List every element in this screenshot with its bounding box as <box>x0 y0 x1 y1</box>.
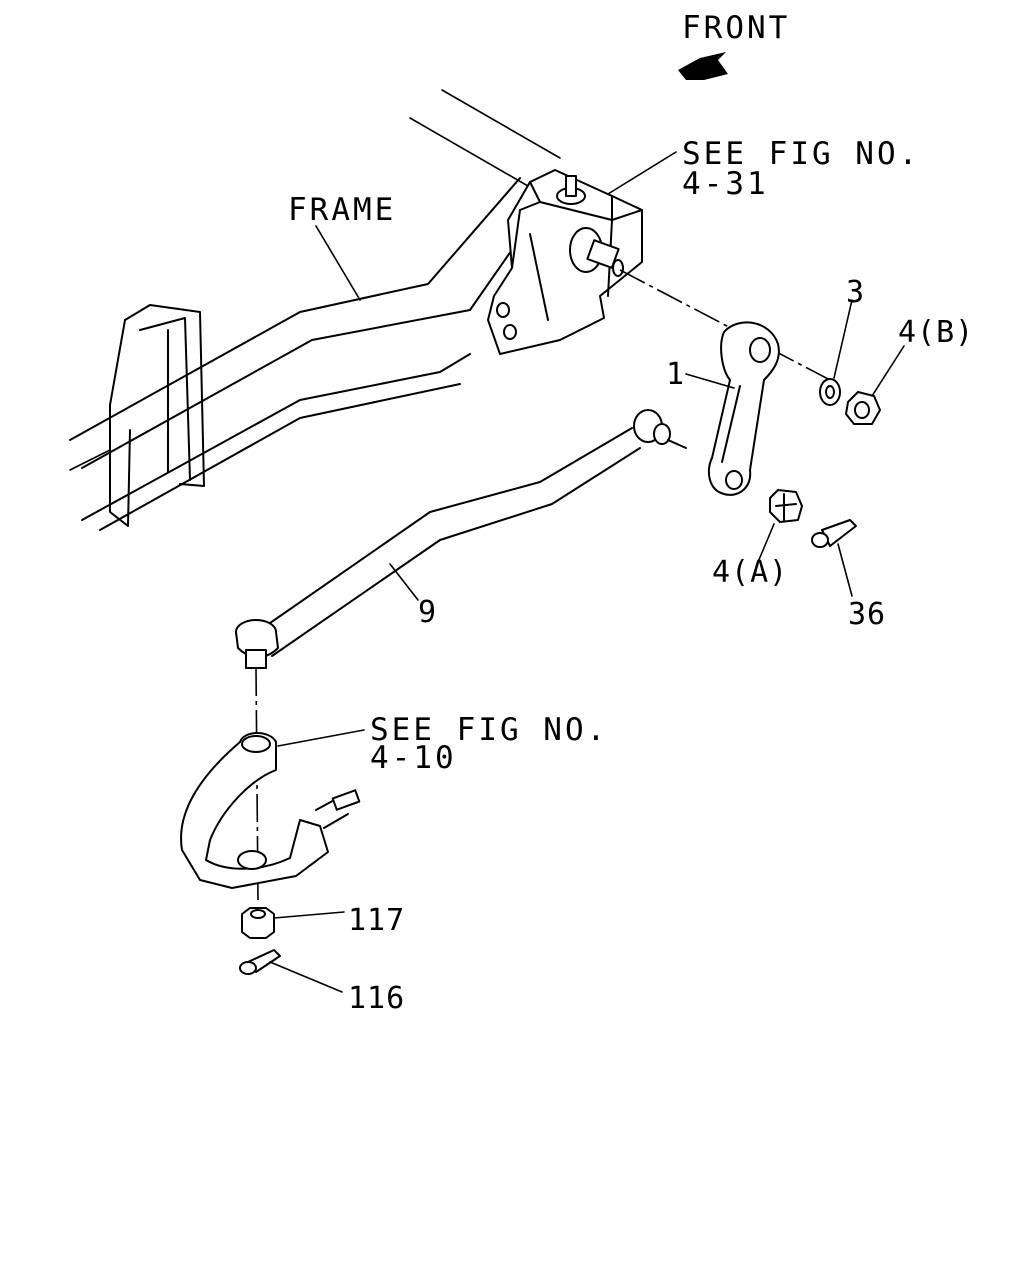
callout-1: 1 <box>666 357 685 392</box>
pitman-arm <box>707 321 780 496</box>
front-arrow-icon <box>678 52 728 80</box>
callout-36: 36 <box>848 597 886 632</box>
drag-link-rod <box>235 409 687 669</box>
callout-116: 116 <box>348 981 405 1016</box>
see-fig-lower-line2: 4-10 <box>370 740 457 776</box>
leader-lines <box>269 151 905 993</box>
castle-nut-a <box>769 489 803 523</box>
see-fig-lower-line1: SEE FIG NO. <box>370 712 608 748</box>
steering-gear-box <box>487 169 643 355</box>
callout-9: 9 <box>418 595 437 630</box>
see-fig-upper-line2: 4-31 <box>682 166 769 202</box>
frame-label: FRAME <box>288 192 396 228</box>
cotter-pin-116 <box>239 949 281 975</box>
see-fig-upper-line1: SEE FIG NO. <box>682 136 920 172</box>
nut-b <box>845 391 881 425</box>
gear-shaft-centerline <box>619 269 831 381</box>
frame-rail <box>69 89 561 531</box>
callout-4a: 4(A) <box>712 555 788 590</box>
callout-117: 117 <box>348 903 405 938</box>
cotter-pin-36 <box>811 519 857 548</box>
steering-knuckle <box>180 732 361 889</box>
callout-4b: 4(B) <box>898 315 974 350</box>
front-label: FRONT <box>682 10 790 46</box>
washer <box>819 378 841 406</box>
callout-3: 3 <box>846 275 865 310</box>
castle-nut-117 <box>241 907 275 939</box>
